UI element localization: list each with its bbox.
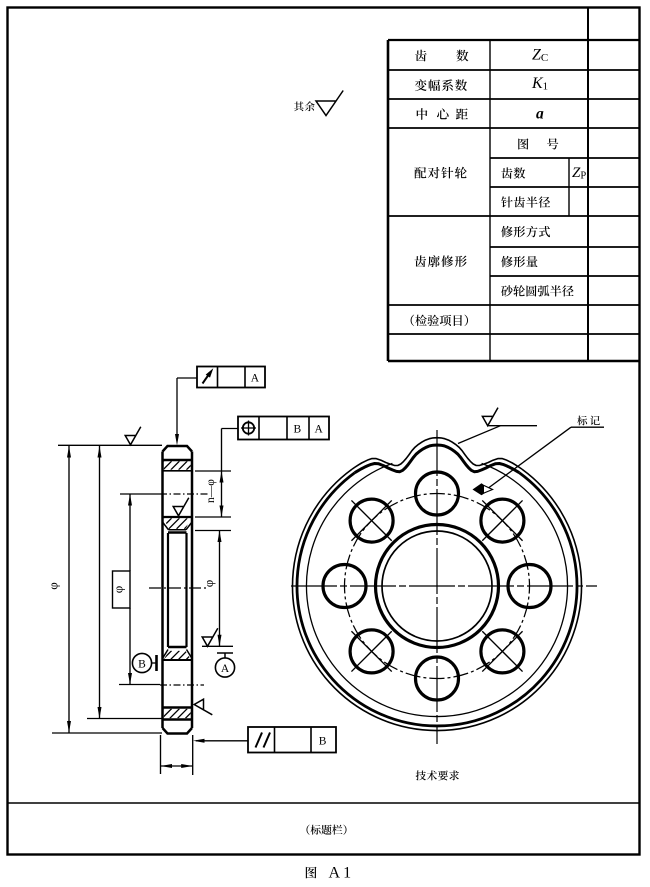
svg-text:φ: φ [111,586,126,594]
svg-text:ZC: ZC [532,47,548,65]
svg-text:ZP: ZP [572,165,586,182]
svg-text:K1: K1 [531,75,548,93]
svg-text:A 1: A 1 [329,865,352,882]
svg-text:n—φ: n—φ [205,479,217,503]
svg-text:B: B [294,424,302,436]
svg-text:A: A [251,373,260,385]
svg-text:φ: φ [46,582,61,590]
svg-text:A: A [221,663,230,675]
svg-text:B: B [319,736,327,748]
svg-text:B: B [138,659,146,671]
svg-text:A: A [315,424,324,436]
svg-text:a: a [536,105,544,122]
svg-text:φ: φ [201,580,216,588]
